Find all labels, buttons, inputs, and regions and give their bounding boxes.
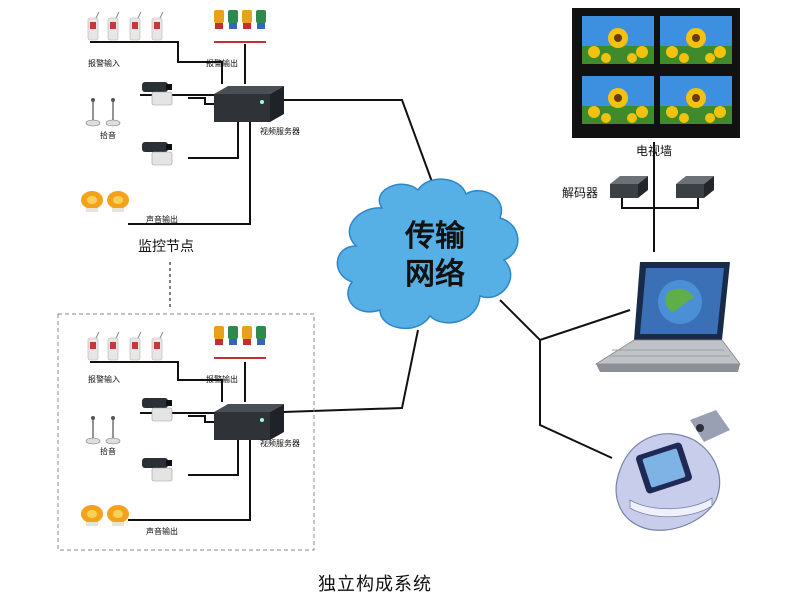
alarm-sensor-icon xyxy=(107,331,120,361)
alarm-input-label: 报警输入 xyxy=(88,375,120,384)
tv-wall-label: 电视墙 xyxy=(636,144,673,158)
alarm-sensor-icon xyxy=(129,11,142,41)
alarm-siren-icon xyxy=(242,10,252,29)
microphone-icon xyxy=(105,97,121,127)
speaker-icon xyxy=(81,191,103,212)
connection-lines xyxy=(90,41,699,521)
camera-icon xyxy=(141,81,173,106)
microphone-icon xyxy=(85,97,101,127)
microphone-icon xyxy=(105,415,121,445)
decoder-icon xyxy=(610,176,648,198)
network-label-line1: 传输 xyxy=(405,219,465,254)
alarm-siren-icon xyxy=(228,10,238,29)
alarm-sensor-icon xyxy=(129,331,142,361)
alarm-sensor-icon xyxy=(87,11,100,41)
laptop-icon xyxy=(594,262,741,372)
microphone-icon xyxy=(85,415,101,445)
pickup-label: 拾音 xyxy=(100,131,116,140)
camera-icon xyxy=(141,457,173,482)
diagram-title: 独立构成系统 xyxy=(318,574,432,595)
video-server-label: 视频服务器 xyxy=(260,439,300,448)
alarm-siren-icon xyxy=(256,10,266,29)
alarm-sensor-icon xyxy=(151,11,164,41)
node-top-devices xyxy=(81,10,284,212)
network-cloud xyxy=(336,178,519,330)
video-server-label: 视频服务器 xyxy=(260,127,300,136)
monitor-node-label: 监控节点 xyxy=(138,239,194,255)
alarm-siren-icon xyxy=(214,10,224,29)
speaker-icon xyxy=(81,505,103,526)
alarm-output-label: 报警输出 xyxy=(206,375,238,384)
video-server-icon xyxy=(214,86,284,122)
mobile-phone-icon xyxy=(615,410,730,531)
alarm-siren-icon xyxy=(256,326,266,345)
video-server-icon xyxy=(214,404,284,440)
speaker-icon xyxy=(107,191,129,212)
alarm-input-label: 报警输入 xyxy=(88,59,120,68)
audio-output-label: 声音输出 xyxy=(146,215,178,224)
alarm-sensor-icon xyxy=(107,11,120,41)
camera-icon xyxy=(141,141,173,166)
alarm-sensor-icon xyxy=(87,331,100,361)
network-label-line2: 网络 xyxy=(405,257,465,292)
tv-wall-icon xyxy=(572,8,740,138)
audio-output-label: 声音输出 xyxy=(146,527,178,536)
decoder-icon xyxy=(676,176,714,198)
alarm-siren-icon xyxy=(242,326,252,345)
alarm-siren-icon xyxy=(214,326,224,345)
speaker-icon xyxy=(107,505,129,526)
decoder-label: 解码器 xyxy=(562,186,599,200)
camera-icon xyxy=(141,397,173,422)
pickup-label: 拾音 xyxy=(100,447,116,456)
alarm-sensor-icon xyxy=(151,331,164,361)
node-bottom-devices xyxy=(81,326,284,526)
alarm-output-label: 报警输出 xyxy=(206,59,238,68)
alarm-siren-icon xyxy=(228,326,238,345)
node-boundary-dashed xyxy=(57,313,315,551)
